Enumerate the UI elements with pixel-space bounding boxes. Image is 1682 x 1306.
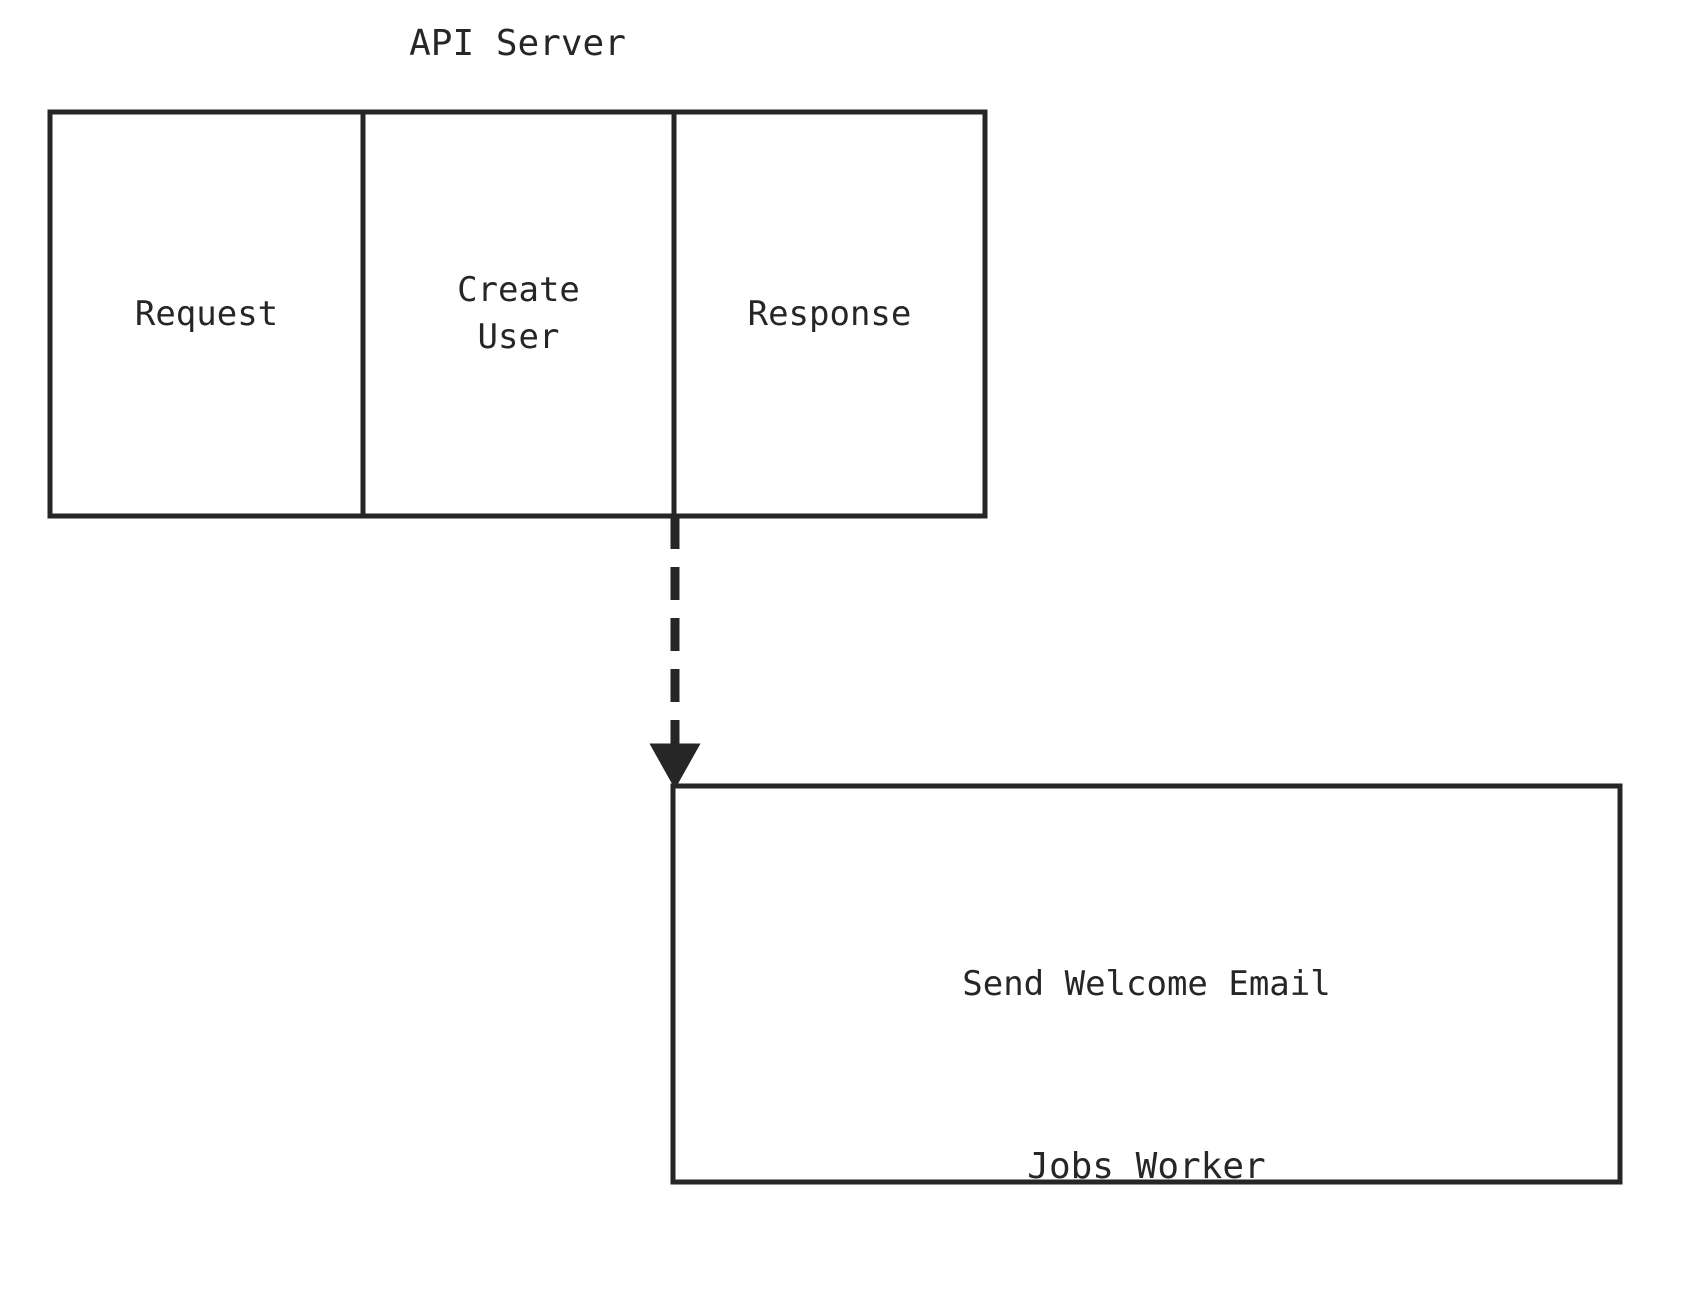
api-server-cell-request-label: Request [134,293,279,334]
api-server-lane-box [47,109,988,519]
api-server-lane-title: API Server [409,23,626,64]
api-server-cell-create-user-label: Create User [457,270,580,357]
jobs-worker-lane-title: Jobs Worker [1027,1146,1266,1187]
jobs-worker-lane-box [670,783,1623,1185]
api-server-cell-response-label: Response [747,293,912,334]
async-dispatch-arrowhead-icon [649,743,701,790]
jobs-worker-cell-send-welcome-email-label: Send Welcome Email [962,963,1331,1004]
